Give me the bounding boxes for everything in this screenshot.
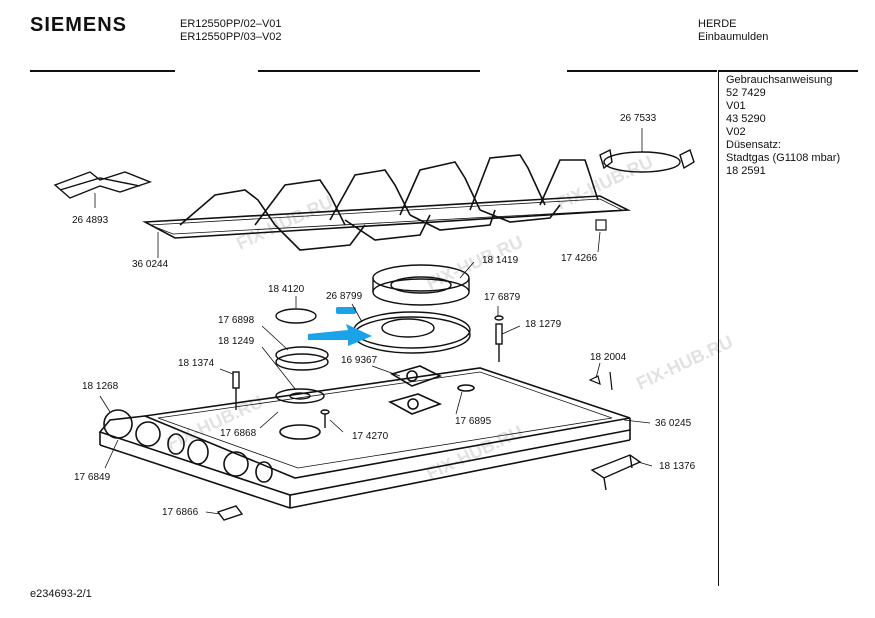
clip: [216, 505, 244, 521]
part-label: 26 8799: [326, 291, 363, 302]
injector-pin-left: [232, 371, 240, 410]
documentation-panel: Gebrauchsanweisung 52 7429 V01 43 5290 V…: [726, 74, 840, 178]
part-label: 18 1419: [482, 255, 519, 266]
part-label: 26 4893: [72, 215, 109, 226]
part-label: 36 0244: [132, 259, 169, 270]
part-label: 18 2004: [590, 352, 627, 363]
brand-logo: SIEMENS: [30, 14, 128, 36]
doc-line: 18 2591: [726, 165, 766, 177]
header-rule-2: [258, 70, 480, 72]
leader-lines: [94, 193, 653, 515]
part-label: 18 1249: [218, 336, 255, 347]
part-label: 17 6849: [74, 472, 111, 483]
part-label: 17 6866: [162, 507, 199, 518]
part-label: 18 1374: [178, 358, 215, 369]
svg-text:FIX-HUB.RU: FIX-HUB.RU: [633, 332, 736, 394]
screw: [320, 409, 330, 428]
header-rule-1: [30, 70, 175, 72]
sidebar-divider: [718, 70, 719, 586]
doc-line: V01: [726, 100, 746, 112]
part-label: 17 4266: [561, 253, 598, 264]
part-label: 17 6895: [455, 416, 492, 427]
doc-line: 52 7429: [726, 87, 766, 99]
document-code: e234693-2/1: [30, 588, 92, 600]
highlight-arrow: [308, 307, 372, 346]
part-label: 18 1268: [82, 381, 119, 392]
part-label: 26 7533: [620, 113, 657, 124]
doc-line: Gebrauchsanweisung: [726, 74, 833, 86]
burner-base: [353, 311, 471, 354]
doc-line: 43 5290: [726, 113, 766, 125]
part-label: 18 4120: [268, 284, 305, 295]
ring: [275, 308, 317, 324]
part-label: 16 9367: [341, 355, 378, 366]
burner-cap-large: [372, 264, 470, 306]
small-block: [595, 219, 607, 231]
category-1: HERDE: [698, 18, 737, 30]
part-label: 36 0245: [655, 418, 692, 429]
doc-line: Stadtgas (G1108 mbar): [726, 152, 841, 164]
part-label: 17 6879: [484, 292, 521, 303]
injector-pin-right: [494, 315, 504, 362]
doc-line: V02: [726, 126, 746, 138]
part-label: 17 4270: [352, 431, 389, 442]
header-rule-3: [567, 70, 717, 72]
part-label: 18 1279: [525, 319, 562, 330]
hob-tray: [98, 365, 631, 509]
model-number-2: ER12550PP/03–V02: [180, 31, 282, 43]
header-rule-4: [718, 70, 858, 72]
doc-line: Düsensatz:: [726, 139, 782, 151]
part-label: 17 6868: [220, 428, 257, 439]
part-label: 18 1376: [659, 461, 696, 472]
category-2: Einbaumulden: [698, 31, 769, 43]
wire-clip-left: [53, 171, 153, 199]
part-label: 17 6898: [218, 315, 255, 326]
small-screw: [588, 371, 613, 391]
wire-clip-right: [599, 128, 695, 173]
pan-support: [142, 154, 632, 251]
model-number-1: ER12550PP/02–V01: [180, 18, 282, 30]
bracket: [590, 454, 642, 491]
svg-text:FIX-HUB.RU: FIX-HUB.RU: [233, 192, 336, 254]
